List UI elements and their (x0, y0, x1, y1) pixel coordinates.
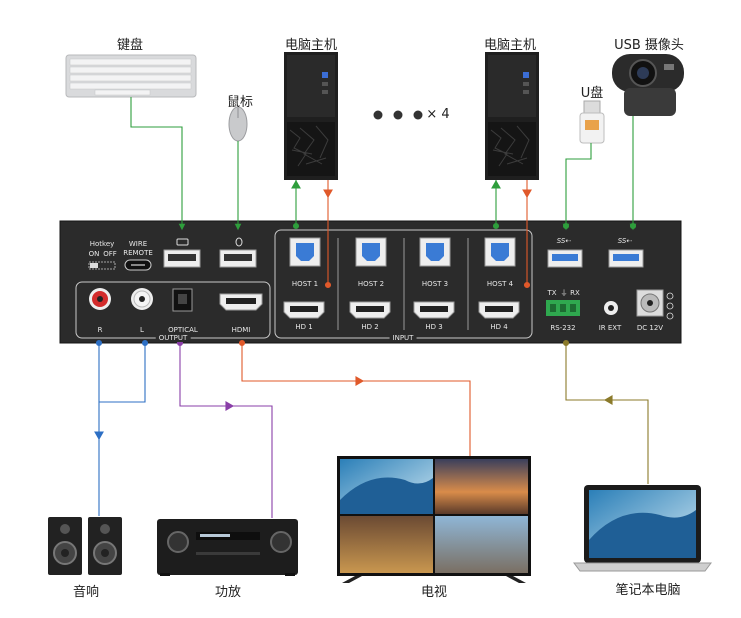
speakers-label: 音响 (72, 585, 100, 600)
hdmi-input-1-port[interactable] (283, 301, 325, 319)
host3-usb-b-port[interactable] (419, 237, 451, 267)
host4-usb-b-port[interactable] (484, 237, 516, 267)
cable-rs232 (562, 339, 649, 484)
keyboard-port-icon (176, 238, 189, 246)
udisk-label: U盘 (580, 86, 604, 101)
laptop-label: 笔记本电脑 (615, 583, 681, 598)
dc-label: DC 12V (636, 324, 664, 332)
hd4-label: HD 4 (490, 323, 508, 331)
hdmi-input-4-port[interactable] (478, 301, 520, 319)
host2-label: HOST 2 (357, 280, 385, 288)
count-label: × 4 (426, 107, 450, 122)
cable-webcam (629, 116, 637, 231)
usb-mouse-port[interactable] (219, 249, 257, 268)
amplifier-icon (157, 519, 298, 576)
wire-label: WIRE (128, 240, 148, 248)
hotkey-switch[interactable] (88, 261, 116, 270)
ir-ext-jack[interactable] (604, 301, 618, 315)
gnd-label: ⏚ (560, 289, 568, 297)
rca-left-jack[interactable] (131, 288, 153, 310)
host1-usb-b-port[interactable] (289, 237, 321, 267)
keyboard-icon (65, 54, 197, 98)
dc-polarity-icon (666, 292, 674, 320)
rs232-terminal[interactable] (546, 300, 580, 316)
cable-audio (94, 339, 149, 516)
usb3-port-webcam[interactable] (608, 249, 644, 268)
rs232-label: RS-232 (550, 324, 576, 332)
hdmi-out-label: HDMI (231, 326, 251, 334)
usb-drive-icon (579, 100, 605, 144)
irext-label: IR EXT (598, 324, 622, 332)
input-label: INPUT (389, 334, 417, 342)
l-label: L (140, 326, 144, 334)
usb3-label-1: SS⇠ (556, 237, 572, 245)
mouse-port-icon (235, 237, 243, 247)
cable-hdmi-out (238, 339, 471, 456)
mouse-icon (228, 106, 248, 142)
host1-label: HOST 1 (291, 280, 319, 288)
amplifier-label: 功放 (214, 585, 242, 600)
host2-usb-b-port[interactable] (355, 237, 387, 267)
rca-right-jack[interactable] (89, 288, 111, 310)
optical-port[interactable] (172, 288, 193, 312)
speaker-right-icon (88, 517, 122, 575)
usb-keyboard-port[interactable] (163, 249, 201, 268)
speaker-left-icon (48, 517, 82, 575)
cable-pc2-usb (491, 179, 501, 230)
hd2-label: HD 2 (361, 323, 379, 331)
hdmi-input-2-port[interactable] (349, 301, 391, 319)
rx-label: RX (570, 289, 580, 297)
wire-remote-port[interactable] (124, 259, 152, 271)
tv-label: 电视 (420, 585, 448, 600)
hotkey-label: Hotkey (89, 240, 115, 248)
host4-label: HOST 4 (486, 280, 514, 288)
pc-tower-2-icon (485, 52, 539, 180)
output-label: OUTPUT (155, 334, 191, 342)
pc-tower-1-icon (284, 52, 338, 180)
cable-pc1-usb (291, 179, 301, 230)
pc2-label: 电脑主机 (483, 38, 537, 53)
dc-power-jack[interactable] (636, 289, 664, 317)
hd1-label: HD 1 (295, 323, 313, 331)
remote-label: REMOTE (123, 249, 153, 257)
hotkey-off-label: OFF (103, 250, 117, 258)
r-label: R (97, 326, 103, 334)
host3-label: HOST 3 (421, 280, 449, 288)
usb3-label-2: SS⇠ (617, 237, 633, 245)
keyboard-label: 键盘 (116, 38, 144, 53)
tv-icon (337, 456, 531, 583)
more-dots-icon (373, 110, 423, 120)
webcam-icon (612, 54, 684, 116)
tx-label: TX (547, 289, 557, 297)
hotkey-on-label: ON (88, 250, 100, 258)
cable-pc2-hdmi (522, 180, 532, 289)
hdmi-output-port[interactable] (219, 293, 263, 311)
usb3-port-udisk[interactable] (547, 249, 583, 268)
webcam-label: USB 摄像头 (614, 38, 684, 53)
cable-optical (176, 339, 273, 518)
cable-udisk (562, 143, 592, 231)
hdmi-input-3-port[interactable] (413, 301, 455, 319)
laptop-icon (573, 485, 712, 572)
mouse-label: 鼠标 (226, 95, 254, 110)
hd3-label: HD 3 (425, 323, 443, 331)
pc1-label: 电脑主机 (284, 38, 338, 53)
cable-keyboard (130, 97, 186, 231)
cable-pc1-hdmi (323, 180, 333, 289)
optical-label: OPTICAL (168, 326, 198, 334)
